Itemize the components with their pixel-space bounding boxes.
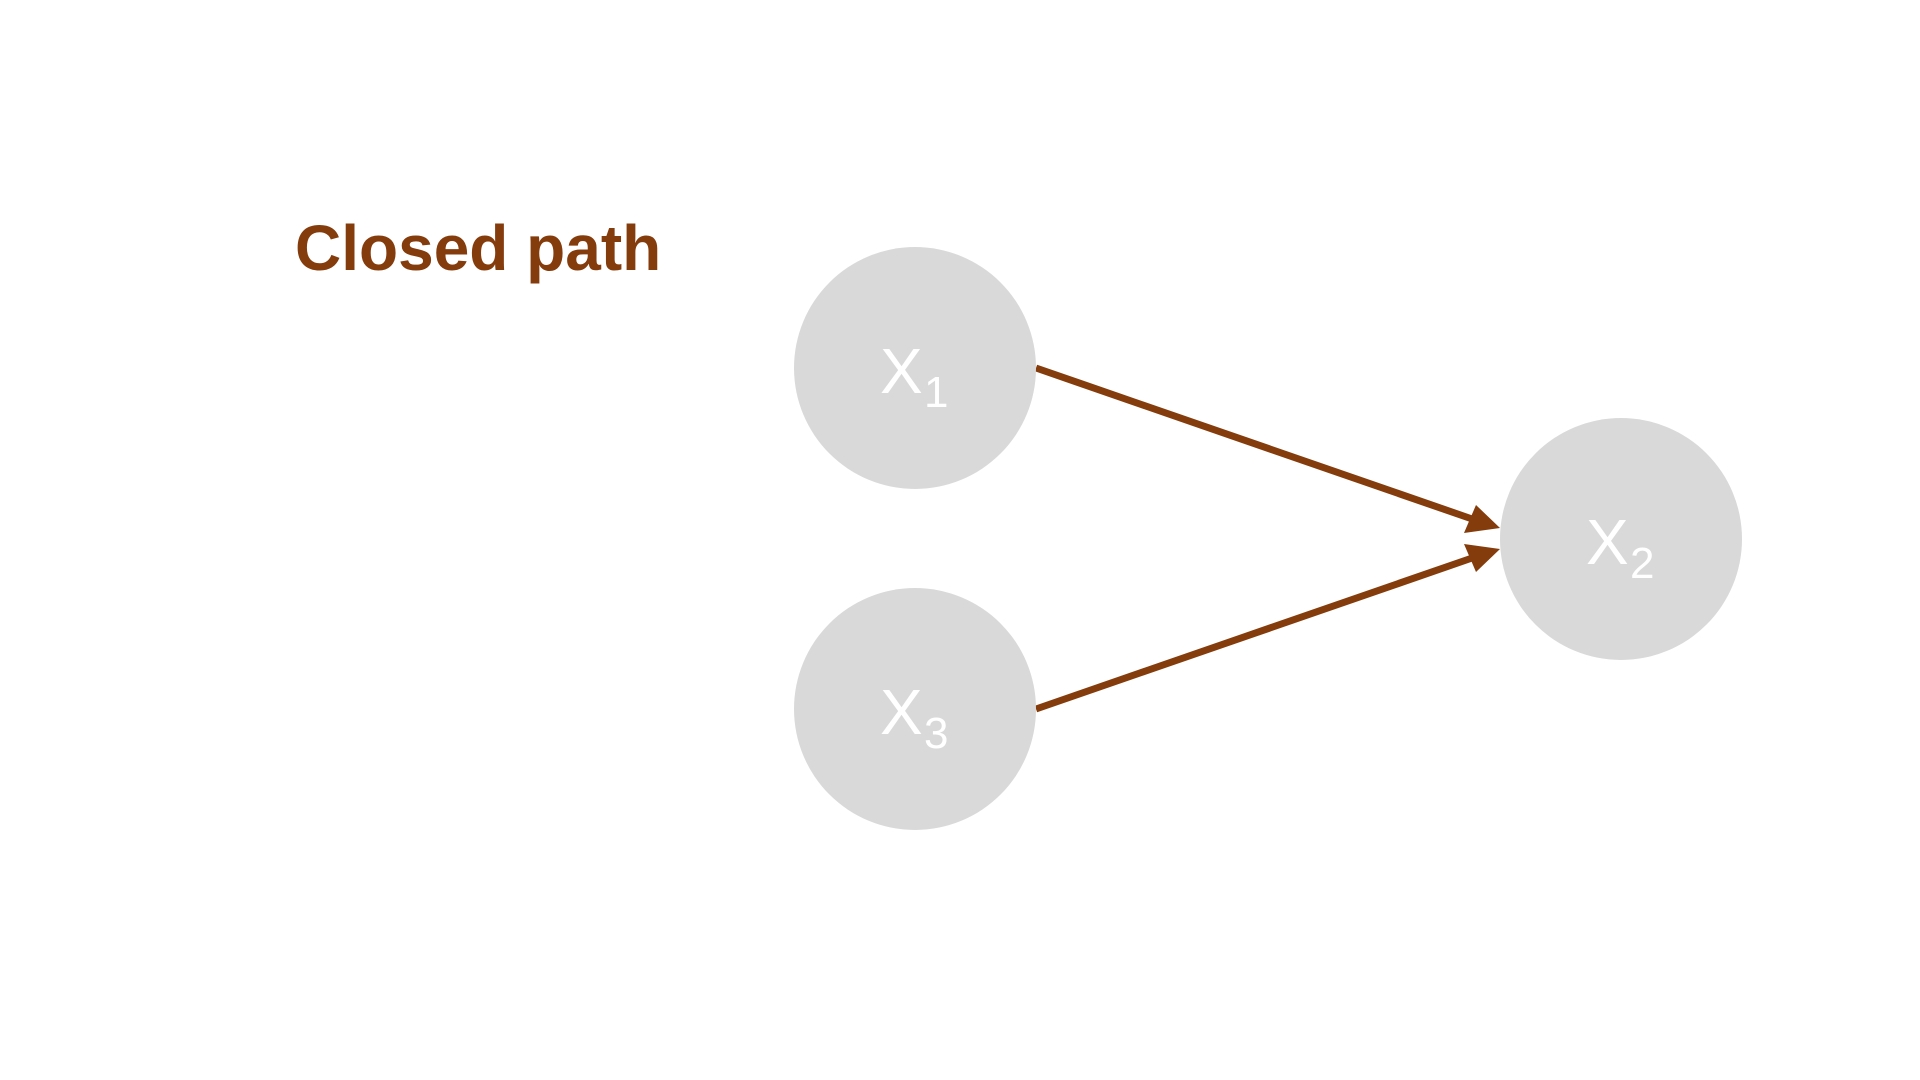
- node-x1: X 1: [794, 247, 1036, 489]
- node-x1-subscript: 1: [924, 368, 948, 417]
- edge-x3-x2-arrowhead: [1464, 544, 1500, 572]
- node-x3-circle: [794, 588, 1036, 830]
- edge-x1-x2-line: [1034, 364, 1477, 524]
- node-x1-circle: [794, 247, 1036, 489]
- edge-x1-x2-arrowhead: [1464, 505, 1500, 533]
- node-x3: X 3: [794, 588, 1036, 830]
- edge-x1-to-x2: [1034, 364, 1500, 533]
- edge-x3-x2-line: [1034, 553, 1477, 713]
- node-x3-variable: X: [880, 676, 923, 748]
- node-x2: X 2: [1500, 418, 1742, 660]
- diagram-title: Closed path: [295, 212, 662, 284]
- node-x2-subscript: 2: [1630, 539, 1654, 588]
- node-x1-variable: X: [880, 335, 923, 407]
- node-x3-subscript: 3: [924, 709, 948, 758]
- edge-x3-to-x2: [1034, 544, 1500, 713]
- node-x2-variable: X: [1586, 506, 1629, 578]
- node-x2-circle: [1500, 418, 1742, 660]
